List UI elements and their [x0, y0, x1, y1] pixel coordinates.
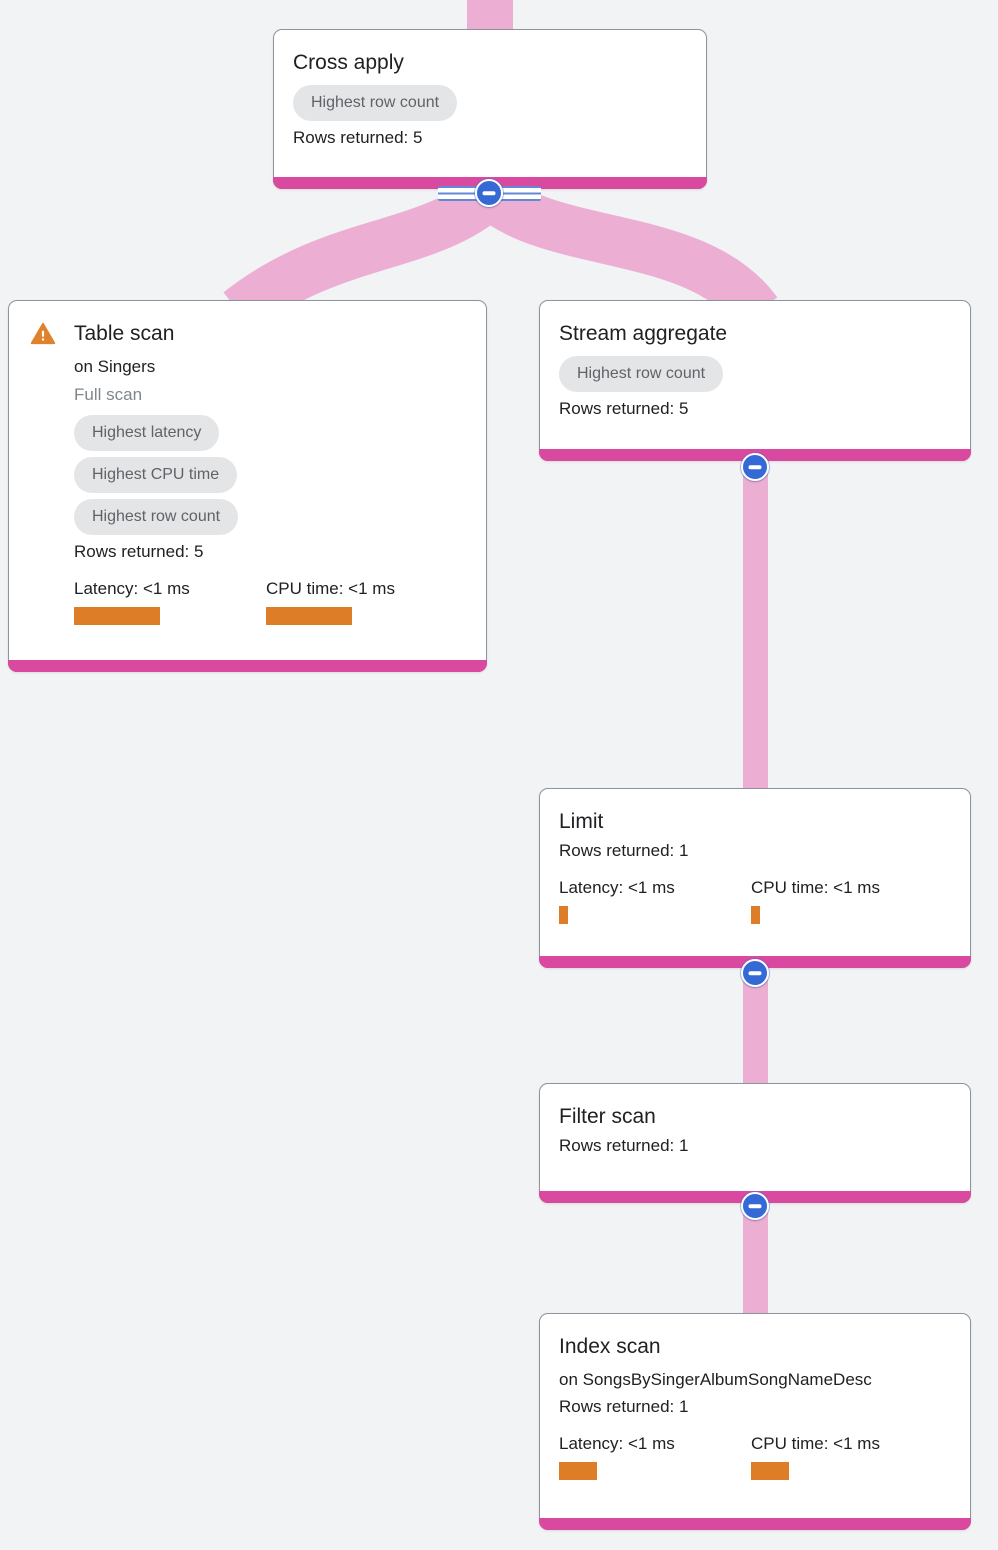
edge-cross-apply-to-stream-aggregate — [473, 174, 778, 328]
plan-node-limit[interactable]: Limit Rows returned: 1 Latency: <1 ms CP… — [539, 788, 971, 968]
rows-returned-text: Rows returned: 5 — [559, 399, 689, 418]
plan-node-table-scan[interactable]: Table scan on Singers Full scan Highest … — [8, 300, 487, 672]
warning-icon — [30, 321, 56, 347]
plan-node-stream-aggregate[interactable]: Stream aggregate Highest row count Rows … — [539, 300, 971, 461]
rows-returned-text: Rows returned: 1 — [559, 1397, 689, 1416]
rows-returned-text: Rows returned: 5 — [293, 128, 423, 147]
rows-returned-text: Rows returned: 1 — [559, 1136, 689, 1155]
latency-label: Latency: <1 ms — [559, 878, 675, 897]
collapse-button-limit[interactable] — [741, 959, 769, 987]
collapse-button-cross-apply[interactable] — [475, 179, 503, 207]
edge-cross-apply-to-table-scan — [223, 174, 507, 332]
node-title: Table scan — [74, 322, 175, 345]
cpu-time-bar — [751, 1462, 789, 1480]
edge-root-to-cross-apply — [467, 0, 513, 31]
collapse-button-stream-aggregate[interactable] — [741, 453, 769, 481]
cpu-time-label: CPU time: <1 ms — [266, 579, 395, 598]
node-accent-bar — [8, 660, 487, 672]
node-title: Filter scan — [559, 1105, 656, 1128]
highlight-chip: Highest row count — [293, 85, 458, 121]
cpu-time-bar — [751, 906, 760, 924]
node-title: Stream aggregate — [559, 322, 728, 345]
highlight-chip: Highest latency — [74, 415, 220, 451]
cpu-time-label: CPU time: <1 ms — [751, 1434, 880, 1453]
latency-label: Latency: <1 ms — [559, 1434, 675, 1453]
latency-label: Latency: <1 ms — [74, 579, 190, 598]
node-accent-bar — [539, 1518, 971, 1530]
edge-stream-aggregate-to-limit — [743, 461, 768, 791]
rows-returned-text: Rows returned: 1 — [559, 841, 689, 860]
node-title: Index scan — [559, 1335, 661, 1358]
collapse-button-filter-scan[interactable] — [741, 1192, 769, 1220]
node-title: Cross apply — [293, 51, 404, 74]
latency-bar — [559, 1462, 597, 1480]
highlight-chip: Highest row count — [559, 356, 724, 392]
node-scan-type: Full scan — [74, 385, 143, 404]
rows-returned-text: Rows returned: 5 — [74, 542, 204, 561]
highlight-chip: Highest row count — [74, 499, 239, 535]
node-title: Limit — [559, 810, 604, 833]
latency-bar — [559, 906, 568, 924]
node-target-index: on SongsBySingerAlbumSongNameDesc — [559, 1370, 872, 1389]
highlight-chip: Highest CPU time — [74, 457, 238, 493]
cpu-time-bar — [266, 607, 352, 625]
node-target-table: on Singers — [74, 357, 156, 376]
cpu-time-label: CPU time: <1 ms — [751, 878, 880, 897]
plan-node-index-scan[interactable]: Index scan on SongsBySingerAlbumSongName… — [539, 1313, 971, 1530]
plan-node-filter-scan[interactable]: Filter scan Rows returned: 1 — [539, 1083, 971, 1203]
latency-bar — [74, 607, 160, 625]
plan-node-cross-apply[interactable]: Cross apply Highest row count Rows retur… — [273, 29, 707, 189]
